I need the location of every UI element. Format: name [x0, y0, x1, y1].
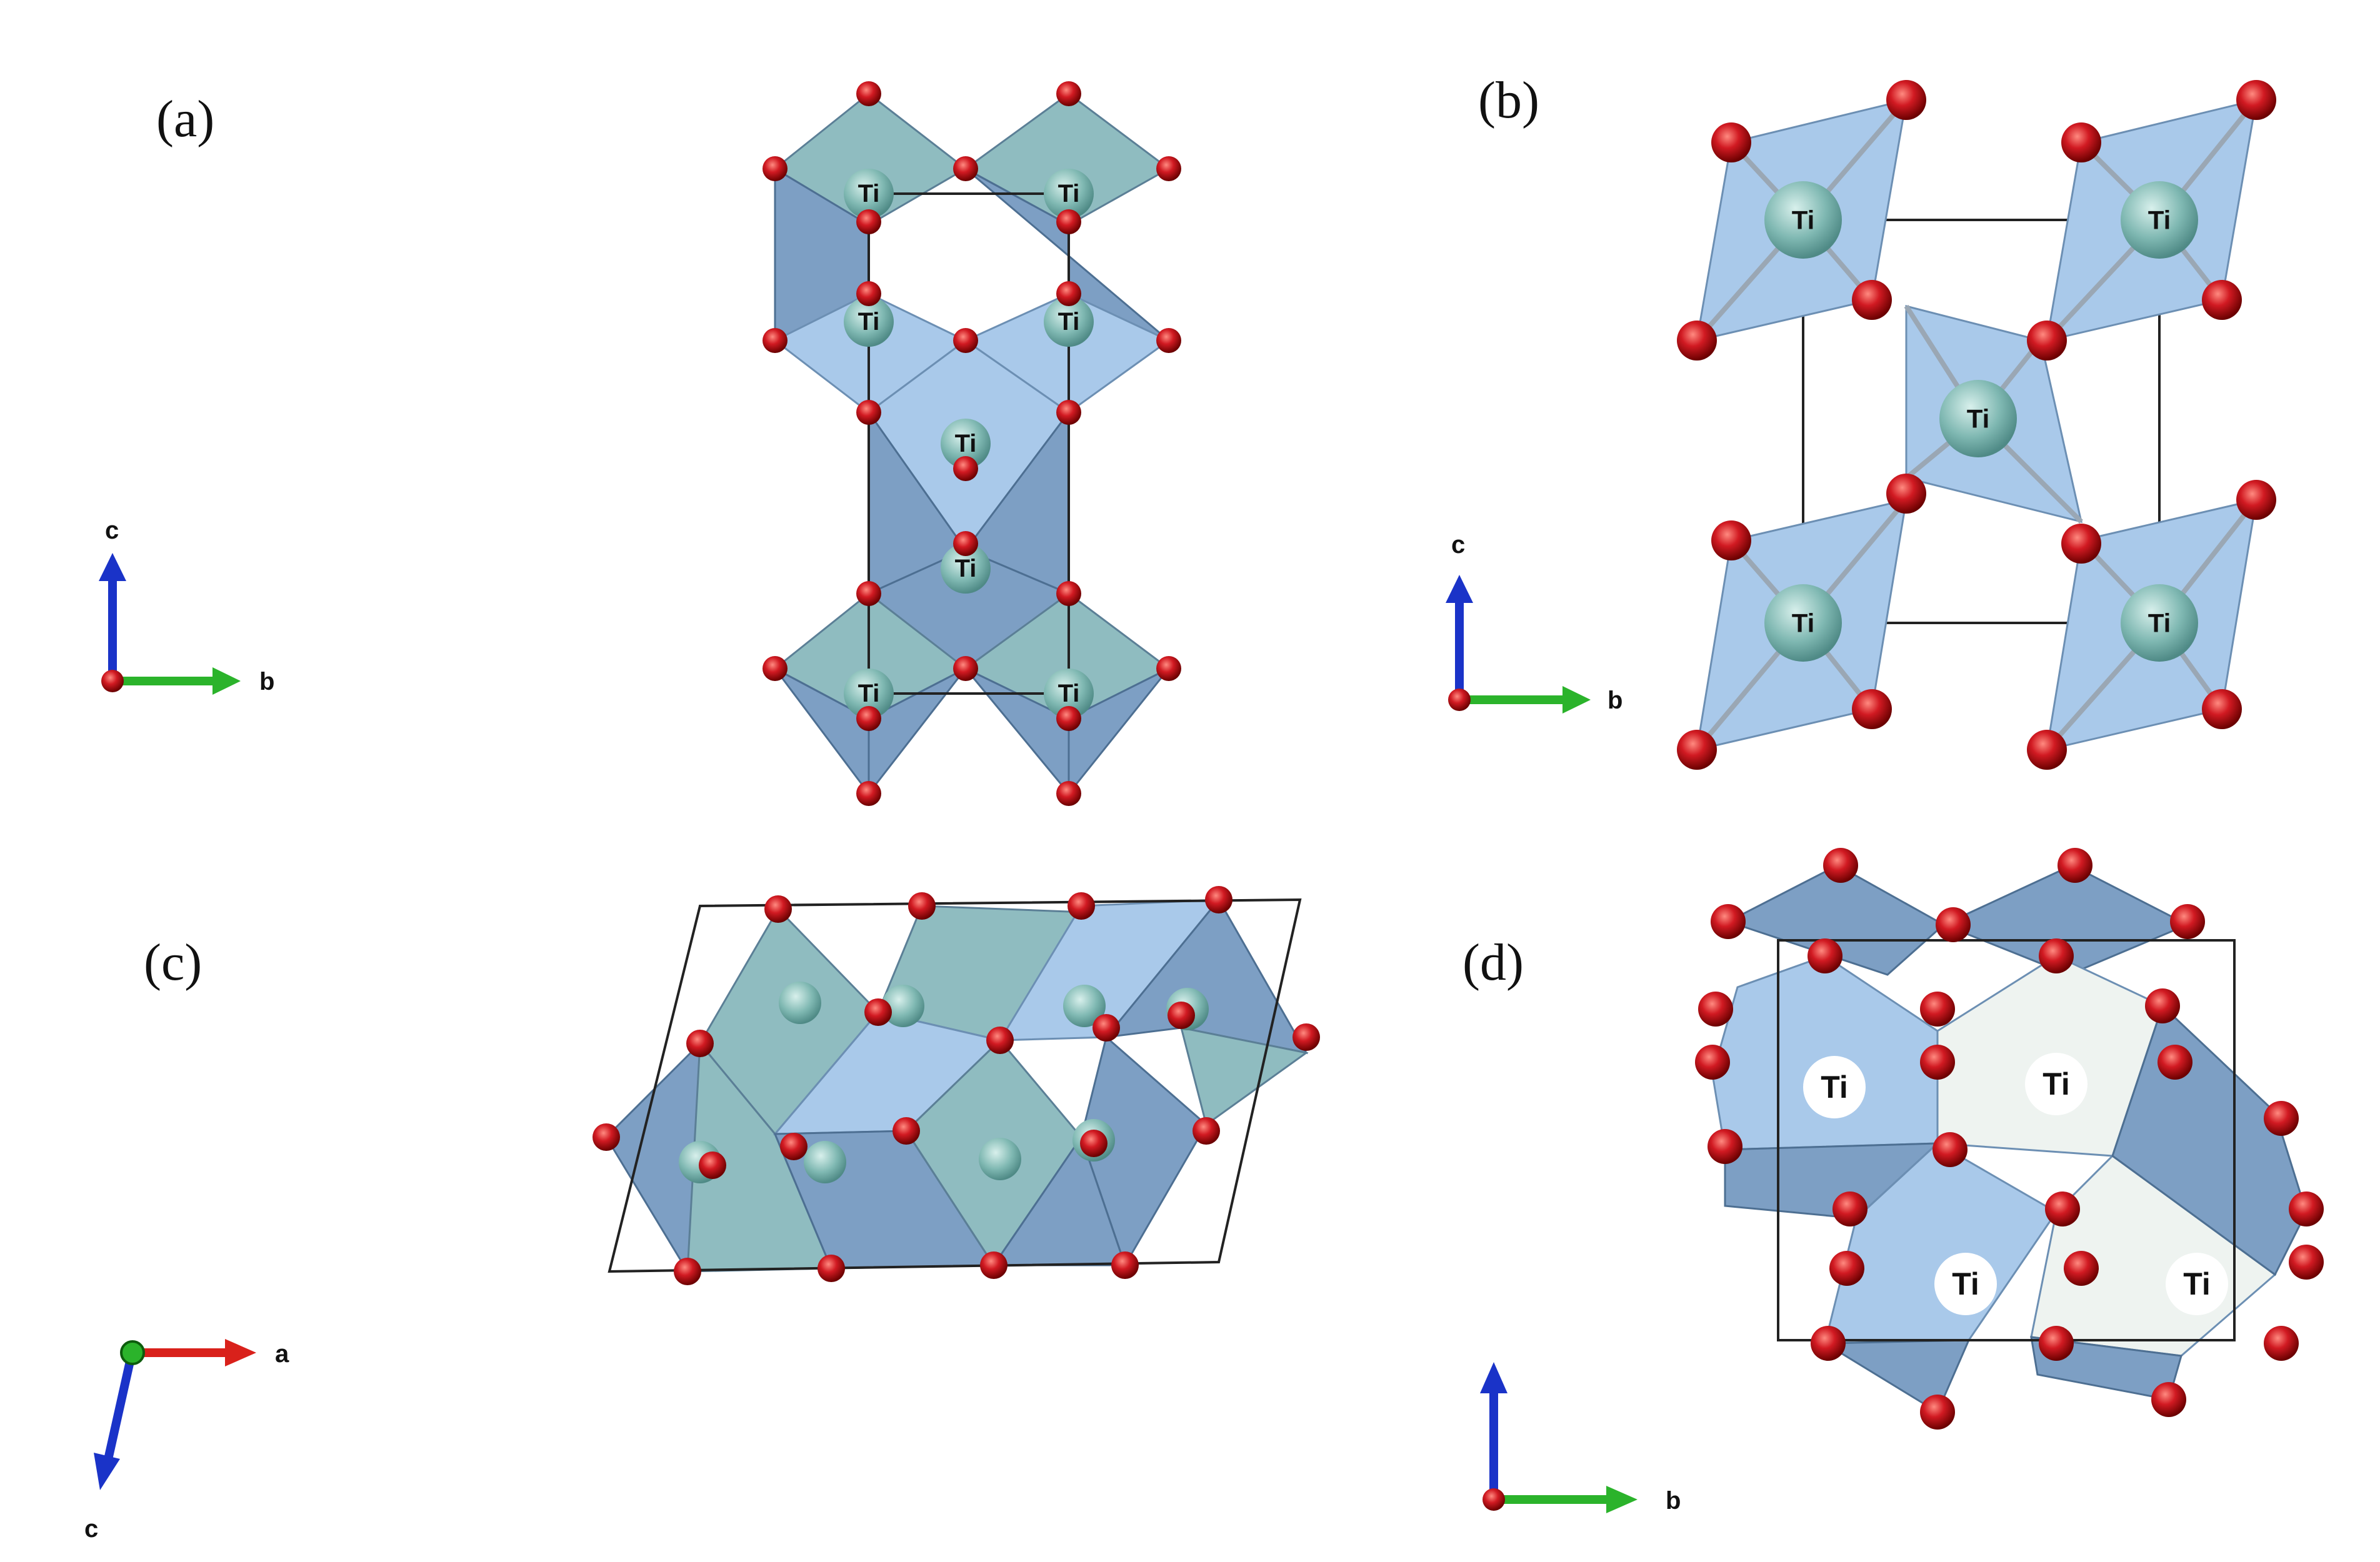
axis-label-c: c — [105, 517, 119, 544]
svg-text:Ti: Ti — [2148, 609, 2171, 638]
ti-atom: Ti — [941, 544, 991, 594]
svg-text:Ti: Ti — [858, 680, 880, 707]
panel-a-unit-cell — [868, 192, 1070, 695]
svg-text:Ti: Ti — [858, 308, 880, 336]
axis-label-a: a — [275, 1340, 289, 1368]
svg-text:Ti: Ti — [1792, 206, 1815, 235]
ti-atom: Ti — [2121, 584, 2198, 662]
panel-d-ti-atoms: Ti Ti Ti Ti — [1803, 1053, 2228, 1315]
svg-text:Ti: Ti — [1952, 1266, 1979, 1301]
panel-d-unit-cell — [1777, 939, 2236, 1341]
axis-label-b: b — [1666, 1487, 1681, 1515]
svg-text:Ti: Ti — [1058, 180, 1080, 207]
panel-d-axes: b — [1480, 1362, 1681, 1515]
panel-d-label: (d) — [1462, 933, 1524, 992]
ti-atom: Ti — [844, 297, 894, 347]
ti-atom: Ti — [844, 169, 894, 219]
ti-atom: Ti — [1764, 584, 1842, 662]
svg-text:Ti: Ti — [2183, 1266, 2211, 1301]
panel-a-axes: c b — [99, 517, 274, 695]
panel-a-o-atoms — [762, 81, 1181, 806]
ti-atom: Ti — [1939, 380, 2017, 457]
svg-text:Ti: Ti — [2148, 206, 2171, 235]
panel-b-axes: c b — [1446, 531, 1622, 714]
svg-text:Ti: Ti — [1967, 404, 1990, 434]
panel-c-polyhedra — [605, 898, 1309, 1273]
panel-c-o-atoms — [592, 886, 1320, 1285]
panel-b-ti-atoms: Ti Ti Ti Ti Ti — [1764, 181, 2198, 662]
svg-text:Ti: Ti — [955, 555, 977, 582]
ti-atom: Ti — [844, 669, 894, 719]
ti-atom: Ti — [1044, 169, 1094, 219]
axis-label-b: b — [1608, 687, 1622, 714]
ti-atom: Ti — [1803, 1056, 1866, 1118]
ti-atom: Ti — [2166, 1253, 2228, 1315]
panel-d: (d) Ti Ti Ti Ti — [1462, 848, 2324, 1515]
panel-a: (a) Ti Ti Ti — [99, 81, 1181, 806]
svg-text:Ti: Ti — [2042, 1067, 2070, 1102]
ti-atom: Ti — [2121, 181, 2198, 259]
panel-b-unit-cell — [1802, 219, 2161, 624]
panel-c: (c) — [84, 886, 1320, 1543]
ti-atom: Ti — [941, 419, 991, 469]
panel-c-axes: a c — [84, 1339, 289, 1543]
ti-atom: Ti — [1764, 181, 1842, 259]
panel-a-ti-atoms: Ti Ti Ti Ti Ti Ti Ti Ti — [844, 169, 1094, 719]
svg-text:Ti: Ti — [1821, 1070, 1848, 1105]
panel-d-o-atoms — [1695, 848, 2324, 1430]
panel-b: (b) Ti Ti Ti Ti Ti — [1446, 71, 2276, 770]
svg-text:Ti: Ti — [1058, 308, 1080, 336]
svg-text:Ti: Ti — [955, 430, 977, 457]
ti-atom: Ti — [1044, 297, 1094, 347]
panel-a-label: (a) — [156, 90, 214, 148]
panel-b-o-atoms — [1677, 80, 2276, 770]
ti-atom: Ti — [1044, 669, 1094, 719]
panel-b-label: (b) — [1478, 71, 1539, 129]
ti-atom: Ti — [1934, 1253, 1997, 1315]
panel-d-polyhedra — [1711, 864, 2308, 1414]
svg-text:Ti: Ti — [1058, 680, 1080, 707]
svg-text:Ti: Ti — [858, 180, 880, 207]
panel-c-unit-cell — [608, 898, 1302, 1273]
axis-label-c: c — [1451, 531, 1465, 559]
svg-text:Ti: Ti — [1792, 609, 1815, 638]
ti-atom: Ti — [2025, 1053, 2088, 1115]
axis-label-c: c — [84, 1515, 98, 1543]
panel-c-label: (c) — [144, 933, 202, 992]
axis-label-b: b — [259, 668, 274, 695]
